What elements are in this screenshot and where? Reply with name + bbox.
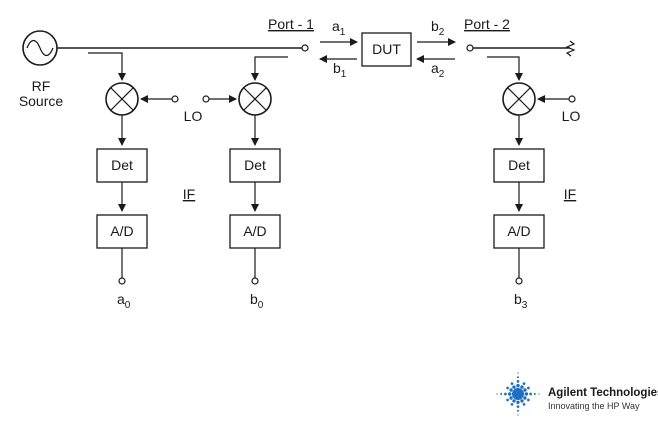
logo-tagline: Innovating the HP Way [548,401,640,411]
dut-box [361,32,412,67]
output-a0-label: a0 [117,291,131,311]
ad-converter-label: A/D [243,223,266,239]
lo-input-connector [568,95,576,103]
detector-box [229,148,281,183]
port1-connector [301,44,309,52]
rf-source-label-line2: Source [19,93,64,109]
a2-label: a2 [431,60,445,80]
channel-b0: Det A/D b0 [202,56,288,311]
agilent-spark-logo-icon [496,372,540,416]
ad-converter-box [229,214,281,249]
load-termination-icon [565,40,576,57]
rf-source-label-line1: RF [32,78,51,94]
ad-converter-label: A/D [507,223,530,239]
mixer-icon [105,82,139,116]
mixer-icon [238,82,272,116]
dut-label: DUT [372,41,401,57]
if-label-left: IF [183,186,195,202]
detector-box [493,148,545,183]
detector-label: Det [111,157,133,173]
lo-input-connector [171,95,179,103]
detector-box [96,148,148,183]
lo-label-left: LO [184,108,203,124]
lo-label-right: LO [562,108,581,124]
detector-label: Det [508,157,530,173]
a1-label: a1 [332,18,346,38]
b1-label: b1 [333,60,347,80]
ad-converter-box [96,214,148,249]
ad-converter-label: A/D [110,223,133,239]
channel-b3: LO Det A/D b3 [487,56,581,311]
b2-label: b2 [431,18,445,38]
output-b3-label: b3 [514,291,528,311]
detector-label: Det [244,157,266,173]
lo-input-connector [202,95,210,103]
logo-company-name: Agilent Technologies [548,387,658,399]
port2-label: Port - 2 [464,16,510,32]
port2-connector [466,44,474,52]
rf-source-icon [22,30,58,66]
if-label-right: IF [564,186,576,202]
mixer-icon [502,82,536,116]
channel-a0: LO Det A/D a0 [88,52,203,311]
output-b0-label: b0 [250,291,264,311]
port1-label: Port - 1 [268,16,314,32]
